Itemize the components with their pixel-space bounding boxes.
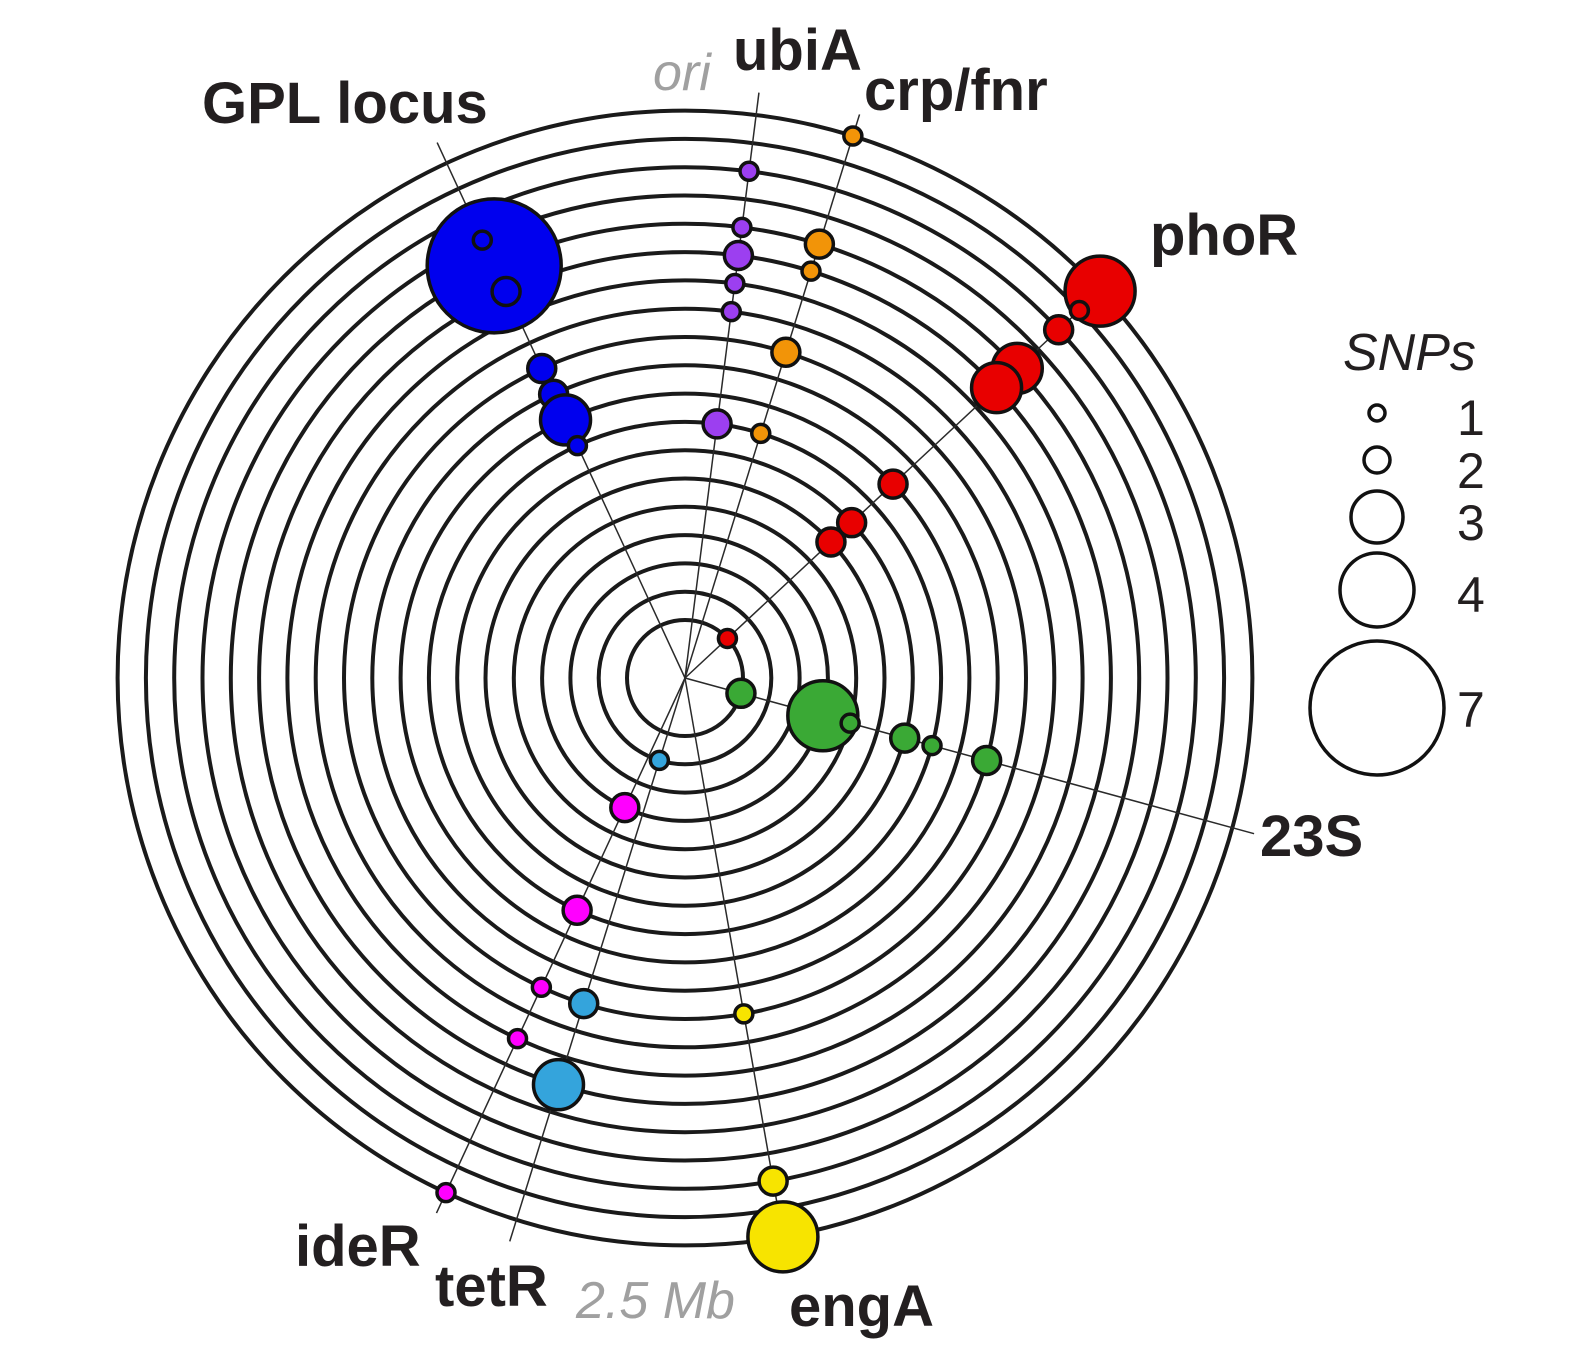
ring-4 (540, 533, 830, 823)
snp-bubble-enga (757, 1165, 789, 1197)
snp-bubble-tetr (567, 987, 600, 1020)
ring-17 (172, 165, 1198, 1191)
ring-7 (455, 448, 915, 908)
locus-label-tetr: tetR (435, 1254, 548, 1319)
ring-8 (426, 419, 944, 937)
legend-title: SNPs (1343, 324, 1476, 382)
ring-15 (228, 221, 1142, 1135)
snp-bubble-tetr (648, 749, 671, 772)
spoke-23s (684, 677, 1255, 835)
locus-label-crp-fnr: crp/fnr (864, 58, 1048, 123)
snp-bubble-ider (506, 1027, 529, 1050)
ring-16 (200, 193, 1170, 1163)
snp-bubble-gpl-locus (471, 229, 494, 251)
snp-bubble-ubia (731, 216, 753, 239)
spoke-ubia (684, 92, 760, 679)
spoke-tetr (509, 677, 686, 1242)
snp-bubble-phor (877, 468, 909, 500)
snp-bubble-phor (716, 627, 739, 650)
snp-bubble-crp-fnr (842, 125, 864, 147)
genome-rings (115, 108, 1255, 1248)
snp-bubble-crp-fnr (770, 336, 802, 369)
snp-bubbles (425, 125, 1137, 1274)
legend-circle-3 (1349, 489, 1405, 545)
ring-18 (143, 136, 1227, 1220)
ring-10 (370, 363, 1000, 993)
locus-label-ider: ideR (295, 1214, 421, 1279)
legend-circle-2 (1362, 445, 1392, 475)
snp-bubble-crp-fnr (803, 228, 836, 260)
spoke-enga (684, 677, 788, 1260)
locus-label-phor: phoR (1150, 203, 1298, 268)
ring-11 (342, 335, 1028, 1021)
snp-bubble-enga (733, 1003, 755, 1025)
snp-bubble-23s (921, 734, 943, 757)
snp-bubble-23s (839, 712, 861, 734)
snp-bubble-ider (530, 976, 553, 999)
legend-label-2: 2 (1457, 443, 1485, 499)
snp-bubble-ider (435, 1181, 457, 1204)
snp-bubble-phor (835, 506, 868, 539)
ring-19 (115, 108, 1255, 1248)
snp-bubble-gpl-locus (566, 434, 589, 457)
locus-label-ubia: ubiA (733, 18, 862, 83)
snp-bubble-enga (746, 1200, 820, 1274)
snp-bubble-phor (1042, 313, 1075, 346)
snp-bubble-crp-fnr (750, 422, 772, 445)
ring-9 (398, 391, 972, 965)
snp-bubble-ubia (722, 239, 755, 272)
legend-label-4: 4 (1457, 567, 1485, 623)
snp-bubble-23s (888, 722, 921, 754)
ring-13 (285, 278, 1085, 1078)
snp-bubble-gpl-locus (538, 393, 593, 447)
snp-legend: SNPs 1 2 3 4 7 (1308, 324, 1485, 777)
half-genome-label: 2.5 Mb (575, 1272, 735, 1330)
snp-bubble-phor (969, 360, 1024, 415)
ring-5 (511, 504, 859, 852)
locus-label-gpl: GPL locus (202, 71, 488, 136)
snp-bubble-phor (1068, 299, 1091, 322)
snp-bubble-ubia (720, 300, 743, 323)
ring-2 (596, 589, 774, 767)
snp-bubble-tetr (531, 1057, 586, 1112)
ring-14 (257, 250, 1113, 1106)
ring-6 (483, 476, 887, 880)
legend-label-1: 1 (1457, 390, 1485, 446)
snp-bubble-ubia (738, 160, 760, 182)
snp-bubble-gpl-locus (490, 275, 522, 308)
snp-bubble-23s (970, 744, 1003, 777)
snp-bubble-gpl-locus (425, 197, 563, 335)
legend-circle-4 (1338, 551, 1416, 629)
snp-bubble-ubia (724, 272, 746, 295)
snp-bubble-ider (609, 791, 641, 824)
legend-label-7: 7 (1457, 682, 1485, 738)
snp-bubble-phor (815, 526, 847, 558)
ori-label: ori (653, 44, 712, 102)
snp-bubble-23s (725, 677, 757, 710)
legend-circle-1 (1367, 403, 1387, 423)
legend-label-3: 3 (1457, 495, 1485, 551)
spoke-crp-fnr (684, 114, 861, 679)
snp-bubble-ider (561, 894, 593, 927)
locus-label-enga: engA (789, 1274, 934, 1339)
locus-label-23s: 23S (1260, 804, 1363, 869)
ring-12 (313, 306, 1057, 1050)
snp-bubble-ubia (701, 408, 733, 440)
snp-bubble-gpl-locus (526, 352, 558, 385)
ring-3 (568, 561, 802, 795)
spoke-ider (435, 677, 686, 1214)
legend-circle-7 (1308, 639, 1446, 777)
snp-bubble-crp-fnr (800, 260, 822, 282)
